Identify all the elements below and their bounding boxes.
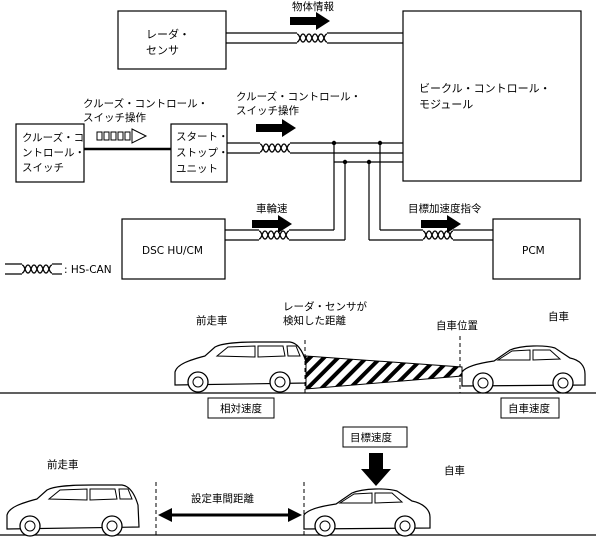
cruise-op-right-label-1: クルーズ・コントロール・ bbox=[236, 90, 361, 103]
scene-set-distance: 設定車間距離 目標速度 前走車 自車 bbox=[0, 426, 596, 537]
pcm-label: PCM bbox=[522, 245, 545, 257]
ssu-label-2: ストップ・ bbox=[176, 147, 229, 159]
radar-sensor-label-2: センサ bbox=[146, 44, 179, 57]
cruise-op-right-label-2: スイッチ操作 bbox=[236, 104, 299, 117]
wheel-speed-label: 車輪速 bbox=[256, 202, 288, 215]
own-vehicle-label: 自車 bbox=[444, 464, 465, 477]
cruise-switch-label-1: クルーズ・コ bbox=[22, 131, 84, 144]
own-vehicle-label: 自車 bbox=[548, 310, 569, 323]
cruise-switch-label-3: スイッチ bbox=[22, 162, 64, 174]
arrow-right-icon bbox=[421, 215, 461, 233]
vehicle-module-label-1: ビークル・コントロール・ bbox=[419, 82, 551, 95]
lead-vehicle-label: 前走車 bbox=[47, 458, 79, 471]
object-info-label: 物体情報 bbox=[292, 0, 334, 13]
own-speed-label: 自車速度 bbox=[508, 402, 550, 415]
vehicle-control-module-box bbox=[402, 10, 582, 182]
radar-sensor-box bbox=[117, 10, 227, 70]
detected-distance-label-2: 検知した距離 bbox=[283, 314, 346, 327]
scene-detected-distance: 前走車 レーダ・センサが 検知した距離 自車位置 自車 相対速度 自車速度 bbox=[0, 300, 596, 419]
hs-can-legend: : HS-CAN bbox=[5, 263, 112, 276]
set-distance-label: 設定車間距離 bbox=[191, 492, 254, 505]
detected-distance-label-1: レーダ・センサが bbox=[283, 300, 367, 313]
cruise-switch-box bbox=[15, 123, 85, 183]
hs-can-twist-icon bbox=[296, 33, 328, 43]
hs-can-twist-icon bbox=[258, 230, 290, 240]
lead-vehicle-icon bbox=[6, 484, 140, 537]
arrow-right-icon bbox=[252, 215, 292, 233]
ssu-label-1: スタート・ bbox=[176, 131, 229, 143]
cruise-switch-label-2: ントロール・ bbox=[22, 147, 85, 159]
own-vehicle-icon bbox=[461, 345, 586, 394]
own-vehicle-icon bbox=[303, 488, 431, 537]
cruise-op-left-label-1: クルーズ・コントロール・ bbox=[83, 97, 208, 110]
radar-beam-cone bbox=[305, 355, 463, 390]
target-accel-label: 目標加速度指令 bbox=[408, 202, 482, 215]
arrow-right-icon bbox=[256, 119, 296, 137]
legend-label: : HS-CAN bbox=[64, 264, 112, 276]
dsc-label: DSC HU/CM bbox=[142, 245, 203, 257]
start-stop-unit-box bbox=[170, 123, 228, 183]
cruise-op-left-label-2: スイッチ操作 bbox=[83, 111, 146, 124]
arrow-down-icon bbox=[361, 453, 391, 486]
lead-vehicle-label: 前走車 bbox=[196, 314, 228, 327]
radar-sensor-label-1: レーダ・ bbox=[146, 27, 190, 41]
dsc-hu-cm-box bbox=[121, 218, 226, 280]
lead-vehicle-icon bbox=[174, 341, 308, 393]
pcm-box bbox=[492, 218, 581, 280]
ssu-label-3: ユニット bbox=[176, 163, 218, 175]
own-position-label: 自車位置 bbox=[436, 319, 478, 332]
target-speed-label: 目標速度 bbox=[350, 431, 392, 444]
block-diagram: レーダ・ センサ ビークル・コントロール・ モジュール 物体情報 クルーズ・コ … bbox=[5, 0, 582, 280]
relative-speed-label: 相対速度 bbox=[220, 402, 262, 415]
hs-can-twist-icon bbox=[21, 264, 53, 274]
set-distance-double-arrow bbox=[158, 508, 302, 522]
arrow-right-icon bbox=[290, 12, 330, 30]
hs-can-twist-icon bbox=[422, 230, 454, 240]
dashed-arrow-icon bbox=[96, 128, 148, 144]
hs-can-twist-icon bbox=[259, 143, 291, 153]
vehicle-module-label-2: モジュール bbox=[419, 98, 473, 111]
